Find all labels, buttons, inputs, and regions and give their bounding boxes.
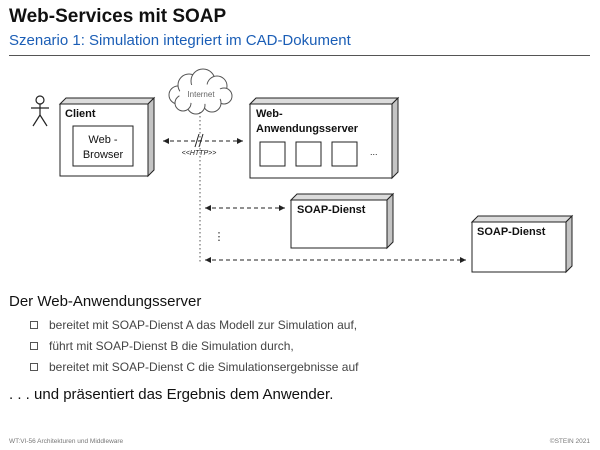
soap-service-1-label: SOAP-Dienst	[297, 204, 366, 216]
square-bullet-icon	[30, 321, 38, 329]
web-application-server-node: Web- Anwendungsserver ...	[248, 96, 400, 180]
architecture-diagram: Internet Client Web - Browser Web- Anwen…	[31, 68, 574, 274]
soap-service-node-1: SOAP-Dienst	[289, 192, 395, 250]
slide-title: Web-Services mit SOAP	[9, 6, 227, 27]
list-item: bereitet mit SOAP-Dienst A das Modell zu…	[30, 318, 358, 339]
bullet-text: bereitet mit SOAP-Dienst C die Simulatio…	[49, 360, 359, 374]
bullet-text: bereitet mit SOAP-Dienst A das Modell zu…	[49, 318, 358, 332]
http-connection: <<HTTP>>	[163, 133, 243, 157]
soap-service-2-label: SOAP-Dienst	[477, 226, 546, 238]
server-component-box	[295, 141, 322, 167]
internet-label: Internet	[187, 90, 215, 99]
title-divider	[9, 55, 590, 56]
server-component-box	[331, 141, 358, 167]
slide-subtitle: Szenario 1: Simulation integriert im CAD…	[9, 32, 351, 49]
bullet-list: bereitet mit SOAP-Dienst A das Modell zu…	[30, 318, 358, 381]
user-actor-icon	[31, 95, 49, 127]
bullet-text: führt mit SOAP-Dienst B die Simulation d…	[49, 339, 294, 353]
client-label: Client	[65, 108, 96, 120]
list-item: bereitet mit SOAP-Dienst C die Simulatio…	[30, 360, 358, 381]
server-component-box	[259, 141, 286, 167]
web-browser-component: Web - Browser	[72, 125, 134, 167]
vertical-ellipsis: ⋮	[214, 231, 225, 243]
list-item: führt mit SOAP-Dienst B die Simulation d…	[30, 339, 358, 360]
browser-label-line1: Web -	[88, 134, 117, 146]
square-bullet-icon	[30, 342, 38, 350]
intro-text: Der Web-Anwendungsserver	[9, 293, 202, 310]
server-label-line1: Web-	[256, 108, 283, 120]
http-protocol-label: <<HTTP>>	[182, 150, 217, 157]
internet-cloud-icon: Internet	[168, 68, 233, 115]
server-label-line2: Anwendungsserver	[256, 123, 359, 135]
footer-slide-info: WT:VI-56 Architekturen und Middleware	[9, 438, 124, 445]
soap-service-node-2: SOAP-Dienst	[470, 214, 574, 274]
browser-label-line2: Browser	[83, 149, 124, 161]
square-bullet-icon	[30, 363, 38, 371]
server-components-ellipsis: ...	[370, 147, 378, 157]
conclusion-text: . . . und präsentiert das Ergebnis dem A…	[9, 386, 334, 403]
footer-copyright: ©STEIN 2021	[549, 438, 590, 445]
